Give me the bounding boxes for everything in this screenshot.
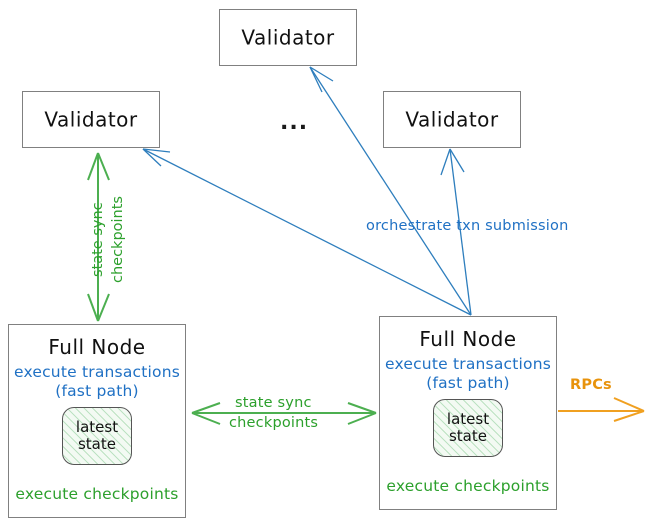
fullnode-left-latest-state-box: latest state	[62, 407, 132, 465]
edge-fullnode-to-validator-top	[309, 66, 472, 316]
edge-fullnode-to-validator-left	[142, 148, 472, 316]
fullnode-left-state-line-2: state	[77, 435, 116, 453]
fullnode-left-title: Full Node	[48, 335, 146, 359]
fullnode-right-state-line-1: latest	[446, 409, 490, 428]
validator-left[interactable]: Validator	[22, 91, 160, 148]
fullnode-right[interactable]: Full Node execute transactions (fast pat…	[379, 316, 557, 510]
fullnode-right-latest-state-box: latest state	[433, 399, 503, 457]
fullnode-left[interactable]: Full Node execute transactions (fast pat…	[8, 324, 186, 518]
label-vertical-state-sync: state sync	[90, 202, 106, 277]
validators-ellipsis: ...	[280, 110, 309, 135]
validator-right[interactable]: Validator	[383, 91, 521, 148]
fullnode-right-fast-path: (fast path)	[426, 374, 510, 393]
fullnode-right-exec-txn: execute transactions	[384, 355, 552, 373]
fullnode-left-state-line-1: latest	[75, 417, 119, 436]
label-rpcs: RPCs	[570, 377, 612, 393]
fullnode-right-title: Full Node	[419, 327, 517, 351]
validator-left-label: Validator	[44, 107, 138, 132]
fullnode-left-latest-state-label: latest state	[75, 417, 119, 454]
fullnode-right-state-line-2: state	[448, 427, 487, 445]
validator-top[interactable]: Validator	[219, 9, 357, 66]
fullnode-left-exec-checkpoints: execute checkpoints	[15, 485, 179, 503]
fullnode-right-exec-checkpoints: execute checkpoints	[386, 477, 550, 495]
label-horizontal-state-sync: state sync	[235, 395, 312, 411]
fullnode-left-fast-path: (fast path)	[55, 382, 139, 401]
validator-right-label: Validator	[405, 107, 499, 132]
edge-statesync-vertical	[87, 152, 110, 322]
validator-top-label: Validator	[241, 25, 335, 50]
label-orchestrate-txn-submission: orchestrate txn submission	[366, 218, 569, 234]
fullnode-right-latest-state-label: latest state	[446, 409, 490, 446]
edge-statesync-horizontal	[191, 402, 377, 425]
label-horizontal-checkpoints: checkpoints	[229, 415, 319, 431]
edge-rpcs	[558, 397, 645, 422]
label-vertical-checkpoints: checkpoints	[110, 196, 126, 283]
edge-fullnode-to-validator-right	[440, 148, 472, 316]
fullnode-left-exec-txn: execute transactions	[13, 363, 181, 381]
